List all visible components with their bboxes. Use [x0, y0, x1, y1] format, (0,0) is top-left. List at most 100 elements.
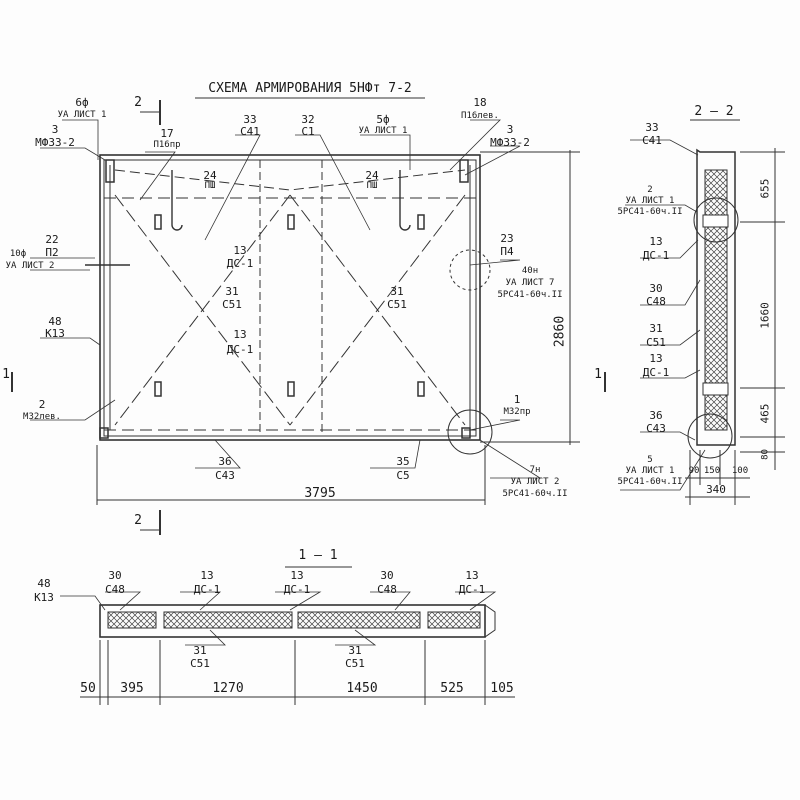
section-1-1	[60, 566, 515, 705]
s22-callout-2-num: 2	[647, 185, 653, 195]
s11-callout-31a-num: 31	[193, 644, 207, 657]
callout-33-num: 33	[243, 113, 257, 126]
s22-dim-v-1: 1660	[758, 302, 772, 329]
callout-6f-code: УА ЛИСТ 1	[57, 110, 107, 120]
callout-40n-code2: 5РС41-60ч.II	[497, 290, 563, 300]
s11-dim-5: 105	[490, 681, 514, 696]
callout-3r-code: МФ33-2	[490, 136, 530, 149]
callout-32-num: 32	[301, 113, 315, 126]
s11-callout-13a-num: 13	[200, 569, 214, 582]
s22-callout-36-num: 36	[649, 409, 663, 422]
s11-dim-4: 525	[440, 681, 464, 696]
callout-13a-code: ДС-1	[226, 257, 254, 270]
s22-callout-33-code: С41	[642, 134, 662, 147]
callout-40n-code: УА ЛИСТ 7	[505, 278, 555, 288]
callout-32-code: С1	[301, 125, 315, 138]
drawing-title: СХЕМА АРМИРОВАНИЯ 5НФт 7-2	[208, 81, 412, 96]
s11-callout-30a-num: 30	[108, 569, 122, 582]
callout-3l-code: МФ33-2	[35, 136, 75, 149]
callout-31b-num: 31	[390, 285, 404, 298]
plan-view	[85, 154, 493, 455]
s11-dim-2: 1270	[212, 681, 244, 696]
callout-31a-num: 31	[225, 285, 239, 298]
callout-24a-num: 24	[203, 169, 217, 182]
callout-6f-num: 6ф	[75, 96, 89, 109]
callout-13a-num: 13	[233, 244, 247, 257]
s22-dim-h-0: 90	[688, 466, 700, 476]
section-mark-1-right: 1	[594, 367, 602, 382]
callout-7n-num: 7н	[529, 465, 541, 475]
s11-callout-13c-num: 13	[465, 569, 479, 582]
callout-2-num: 2	[38, 398, 46, 411]
s22-callout-33-num: 33	[645, 121, 659, 134]
s22-callout-13a-code: ДС-1	[642, 249, 670, 262]
dimension-width: 3795	[304, 486, 336, 501]
callout-22-num: 22	[45, 233, 59, 246]
callout-31a-code: С51	[222, 298, 242, 311]
callout-1-code: М32пр	[503, 407, 531, 417]
plan-dimensions	[11, 100, 606, 535]
callout-1-num: 1	[513, 393, 521, 406]
s11-callout-30a-code: С48	[105, 583, 125, 596]
s22-callout-30-code: С48	[646, 295, 666, 308]
s22-callout-5-code2: 5РС41-60ч.II	[617, 477, 683, 487]
callout-17-code: П16пр	[153, 140, 181, 150]
s11-callout-31b-num: 31	[348, 644, 362, 657]
callout-24b-code: ПШ	[366, 181, 378, 191]
callout-48-code: К13	[45, 327, 65, 340]
s11-callout-30b-num: 30	[380, 569, 394, 582]
s22-callout-2-code2: 5РС41-60ч.II	[617, 207, 683, 217]
callout-48-num: 48	[48, 315, 62, 328]
s11-callout-13c-code: ДС-1	[458, 583, 486, 596]
s22-callout-13b-code: ДС-1	[642, 366, 670, 379]
section-mark-2-bottom: 2	[134, 513, 142, 528]
callout-23-num: 23	[500, 232, 514, 245]
section-1-1-title: 1 – 1	[298, 548, 338, 563]
s11-dim-3: 1450	[346, 681, 378, 696]
callout-35-num: 35	[396, 455, 410, 468]
callout-10f-num: 10ф	[9, 249, 27, 259]
s22-callout-31-code: С51	[646, 336, 666, 349]
s22-callout-13b-num: 13	[649, 352, 663, 365]
s22-dim-v-3: 80	[760, 449, 771, 460]
section-2-2-title: 2 – 2	[694, 104, 734, 119]
s22-dim-v-2: 465	[758, 403, 772, 424]
section-2-2	[620, 119, 785, 505]
section-mark-1-left: 1	[2, 367, 10, 382]
callout-13b-num: 13	[233, 328, 247, 341]
s22-dim-v-0: 655	[758, 178, 772, 199]
callout-5f-num: 5ф	[376, 113, 390, 126]
s11-dim-0: 50	[80, 681, 96, 696]
s22-callout-30-num: 30	[649, 282, 663, 295]
callout-23-code: П4	[500, 245, 514, 258]
callout-35-code: С5	[396, 469, 410, 482]
s22-dim-h-1: 150	[703, 466, 721, 476]
s11-dim-1: 395	[120, 681, 144, 696]
callout-3r-num: 3	[506, 123, 514, 136]
s11-callout-13a-code: ДС-1	[193, 583, 221, 596]
callout-18-code: П16лев.	[461, 111, 499, 121]
s11-callout-31b-code: С51	[345, 657, 365, 670]
s22-dim-total: 340	[706, 483, 726, 496]
s11-callout-31a-code: С51	[190, 657, 210, 670]
s22-dim-h-2: 100	[731, 466, 749, 476]
s22-callout-5-num: 5	[647, 455, 653, 465]
callout-40n-num: 40н	[521, 266, 539, 276]
callout-7n-code: УА ЛИСТ 2	[510, 477, 560, 487]
callout-24b-num: 24	[365, 169, 379, 182]
s11-callout-48-code: К13	[34, 591, 54, 604]
s11-callout-48-num: 48	[37, 577, 51, 590]
callout-36-code: С43	[215, 469, 235, 482]
callout-2-code: М32лев.	[23, 412, 61, 422]
callout-24a-code: ПШ	[204, 181, 216, 191]
callout-13b-code: ДС-1	[226, 343, 254, 356]
callout-7n-code2: 5РС41-60ч.II	[502, 489, 568, 499]
leader-lines	[30, 119, 542, 479]
section-mark-2-top: 2	[134, 95, 142, 110]
s22-callout-36-code: С43	[646, 422, 666, 435]
callout-22-code: П2	[45, 246, 59, 259]
callout-18-num: 18	[473, 96, 487, 109]
s11-callout-30b-code: С48	[377, 583, 397, 596]
